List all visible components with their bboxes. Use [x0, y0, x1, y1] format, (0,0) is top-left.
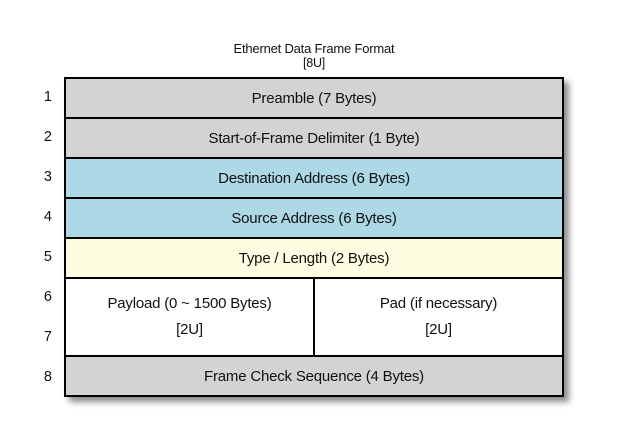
row-number-3: 3 — [43, 169, 52, 185]
diagram-subtitle: [8U] — [302, 56, 326, 70]
row-number-2: 2 — [43, 129, 52, 145]
frame-cell-pad: Pad (if necessary) [2U] — [313, 279, 562, 355]
frame-row-label: Source Address (6 Bytes) — [231, 209, 397, 227]
frame-row-label: Type / Length (2 Bytes) — [238, 249, 390, 267]
row-number-4: 4 — [43, 209, 52, 225]
frame-row-source-address: Source Address (6 Bytes) — [66, 197, 562, 237]
row-number-8: 8 — [43, 369, 52, 385]
payload-label: Payload (0 ~ 1500 Bytes) — [107, 295, 272, 312]
frame-row-fcs: Frame Check Sequence (4 Bytes) — [66, 355, 562, 395]
row-number-5: 5 — [43, 249, 52, 265]
frame-row-type-length: Type / Length (2 Bytes) — [66, 237, 562, 277]
frame-row-label: Preamble (7 Bytes) — [251, 89, 377, 107]
diagram-title-block: Ethernet Data Frame Format [8U] — [64, 41, 564, 71]
ethernet-frame-table: Preamble (7 Bytes) Start-of-Frame Delimi… — [64, 77, 564, 397]
row-number-7: 7 — [43, 329, 52, 345]
frame-row-label: Start-of-Frame Delimiter (1 Byte) — [208, 129, 420, 147]
frame-row-label: Destination Address (6 Bytes) — [218, 169, 410, 187]
row-number-1: 1 — [43, 89, 52, 105]
frame-row-label: Frame Check Sequence (4 Bytes) — [204, 367, 424, 385]
diagram-title: Ethernet Data Frame Format — [233, 41, 395, 56]
frame-row-sfd: Start-of-Frame Delimiter (1 Byte) — [66, 117, 562, 157]
pad-units: [2U] — [425, 321, 452, 338]
frame-row-destination-address: Destination Address (6 Bytes) — [66, 157, 562, 197]
frame-row-payload-pad: Payload (0 ~ 1500 Bytes) [2U] Pad (if ne… — [66, 277, 562, 355]
frame-cell-payload: Payload (0 ~ 1500 Bytes) [2U] — [66, 279, 313, 355]
payload-units: [2U] — [176, 321, 203, 338]
row-number-6: 6 — [43, 289, 52, 305]
row-number-column: 1 2 3 4 5 6 7 8 — [24, 77, 54, 397]
pad-label: Pad (if necessary) — [379, 295, 498, 312]
frame-row-preamble: Preamble (7 Bytes) — [66, 79, 562, 117]
